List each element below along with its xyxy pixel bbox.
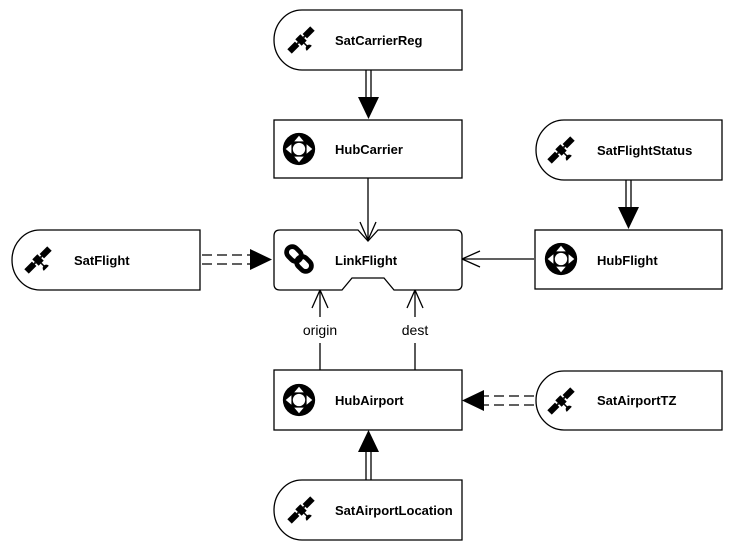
edge-hubcarrier-linkflight <box>359 178 377 242</box>
node-label: SatAirportLocation <box>335 503 453 518</box>
node-hubcarrier[interactable]: HubCarrier <box>273 119 463 179</box>
node-satflight[interactable]: SatFlight <box>11 229 201 291</box>
edge-satflight-linkflight <box>202 249 272 270</box>
node-label: HubFlight <box>597 253 658 268</box>
edge-satairporttz-hubairport <box>462 390 534 411</box>
node-label: SatFlightStatus <box>597 143 692 158</box>
hub-icon <box>544 242 578 276</box>
node-linkflight[interactable]: LinkFlight <box>273 229 463 291</box>
node-satairportlocation[interactable]: SatAirportLocation <box>273 479 463 541</box>
edge-satairportlocation-hubairport <box>358 430 379 480</box>
node-hubflight[interactable]: HubFlight <box>534 229 723 290</box>
edge-label-origin: origin <box>303 322 337 338</box>
node-hubairport[interactable]: HubAirport <box>273 369 463 431</box>
node-label: SatFlight <box>74 253 130 268</box>
edge-hubflight-linkflight <box>460 250 534 268</box>
hub-icon <box>282 383 316 417</box>
node-label: HubAirport <box>335 393 404 408</box>
hub-icon <box>282 132 316 166</box>
edge-label-dest: dest <box>402 322 429 338</box>
node-label: HubCarrier <box>335 142 403 157</box>
node-label: LinkFlight <box>335 253 398 268</box>
node-satflightstatus[interactable]: SatFlightStatus <box>535 119 723 181</box>
edge-satflightstatus-hubflight <box>618 180 639 229</box>
node-label: SatAirportTZ <box>597 393 677 408</box>
node-satcarrierreg[interactable]: SatCarrierReg <box>273 9 463 71</box>
node-label: SatCarrierReg <box>335 33 422 48</box>
edge-satcarrierreg-hubcarrier <box>358 70 379 119</box>
node-satairporttz[interactable]: SatAirportTZ <box>535 370 723 431</box>
